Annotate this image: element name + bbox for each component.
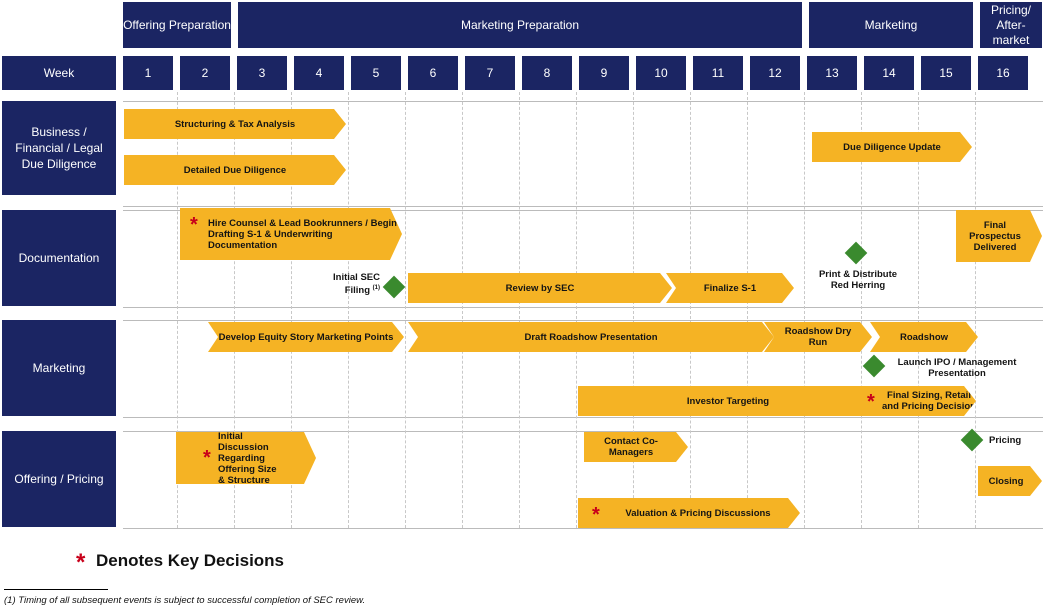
phase-header-marketing: Marketing xyxy=(809,2,973,48)
week-header-15: 15 xyxy=(921,56,971,90)
milestone-print-distribute-label: Print & Distribute Red Herring xyxy=(818,269,898,291)
week-header-3: 3 xyxy=(237,56,287,90)
initial-filing-footnote-ref: (1) xyxy=(372,285,380,291)
week-header-9: 9 xyxy=(579,56,629,90)
milestone-pricing-label: Pricing xyxy=(989,435,1022,446)
week-header-13: 13 xyxy=(807,56,857,90)
week-gridline xyxy=(804,92,805,528)
week-gridline xyxy=(747,92,748,528)
week-gridline xyxy=(633,92,634,528)
week-header-7: 7 xyxy=(465,56,515,90)
week-header-5: 5 xyxy=(351,56,401,90)
row-label-due-diligence: Business / Financial / Legal Due Diligen… xyxy=(2,101,116,195)
week-gridline xyxy=(975,92,976,528)
week-header-1: 1 xyxy=(123,56,173,90)
legend-label: Denotes Key Decisions xyxy=(96,551,285,570)
phase-header-marketing-preparation: Marketing Preparation xyxy=(238,2,802,48)
task-due-diligence-update: Due Diligence Update xyxy=(812,132,972,162)
week-gridline xyxy=(405,92,406,528)
task-review-by-sec: Review by SEC xyxy=(408,273,672,303)
week-gridline xyxy=(918,92,919,528)
week-gridline xyxy=(462,92,463,528)
week-header-11: 11 xyxy=(693,56,743,90)
week-gridline xyxy=(519,92,520,528)
key-decision-star-icon: * xyxy=(867,391,875,413)
week-gridline xyxy=(861,92,862,528)
key-decision-star-icon: * xyxy=(190,214,198,236)
task-valuation-pricing: Valuation & Pricing Discussions xyxy=(578,498,800,528)
task-initial-discussion: Initial Discussion Regarding Offering Si… xyxy=(176,432,316,484)
week-gridline xyxy=(234,92,235,528)
milestone-initial-sec-filing-label: Initial SEC Filing (1) xyxy=(308,272,380,296)
task-finalize-s1: Finalize S-1 xyxy=(666,273,794,303)
task-final-prospectus: Final Prospectus Delivered xyxy=(956,210,1042,262)
milestone-launch-ipo-label: Launch IPO / Management Presentation xyxy=(897,357,1017,379)
legend-key-decision-star-icon: * xyxy=(76,549,86,576)
week-gridline xyxy=(576,92,577,528)
task-valuation-pricing-label: Valuation & Pricing Discussions xyxy=(625,507,771,519)
week-gridline xyxy=(177,92,178,528)
footnote: (1) Timing of all subsequent events is s… xyxy=(4,595,366,606)
task-hire-counsel: Hire Counsel & Lead Bookrunners / Begin … xyxy=(180,208,402,260)
initial-filing-text: Initial SEC Filing xyxy=(333,272,380,297)
week-gridline xyxy=(690,92,691,528)
task-final-sizing: Final Sizing, Retail and Pricing Decisio… xyxy=(866,386,976,416)
phase-header-pricing-aftermarket: Pricing/ After- market xyxy=(980,2,1042,48)
task-contact-comanagers: Contact Co-Managers xyxy=(584,432,688,462)
task-final-sizing-label: Final Sizing, Retail and Pricing Decisio… xyxy=(882,390,976,412)
task-roadshow: Roadshow xyxy=(870,322,978,352)
key-decision-star-icon: * xyxy=(592,504,600,526)
task-roadshow-dry-run: Roadshow Dry Run xyxy=(764,322,872,352)
week-gridline xyxy=(348,92,349,528)
phase-header-offering-preparation: Offering Preparation xyxy=(123,2,231,48)
row-label-marketing: Marketing xyxy=(2,320,116,416)
week-label: Week xyxy=(2,56,116,90)
week-header-4: 4 xyxy=(294,56,344,90)
row-label-offering-pricing: Offering / Pricing xyxy=(2,431,116,527)
week-header-6: 6 xyxy=(408,56,458,90)
task-closing: Closing xyxy=(978,466,1042,496)
row-label-documentation: Documentation xyxy=(2,210,116,306)
task-equity-story: Develop Equity Story Marketing Points xyxy=(208,322,404,352)
week-header-2: 2 xyxy=(180,56,230,90)
task-detailed-due-diligence: Detailed Due Diligence xyxy=(124,155,346,185)
task-structuring-tax-analysis: Structuring & Tax Analysis xyxy=(124,109,346,139)
week-header-14: 14 xyxy=(864,56,914,90)
key-decision-star-icon: * xyxy=(203,447,211,469)
week-gridline xyxy=(291,92,292,528)
week-header-10: 10 xyxy=(636,56,686,90)
task-investor-targeting: Investor Targeting xyxy=(578,386,878,416)
week-header-12: 12 xyxy=(750,56,800,90)
task-hire-counsel-label: Hire Counsel & Lead Bookrunners / Begin … xyxy=(208,217,397,251)
footnote-divider xyxy=(4,589,108,590)
task-initial-discussion-label: Initial Discussion Regarding Offering Si… xyxy=(218,430,277,486)
task-draft-roadshow: Draft Roadshow Presentation xyxy=(408,322,774,352)
week-header-16: 16 xyxy=(978,56,1028,90)
week-header-8: 8 xyxy=(522,56,572,90)
